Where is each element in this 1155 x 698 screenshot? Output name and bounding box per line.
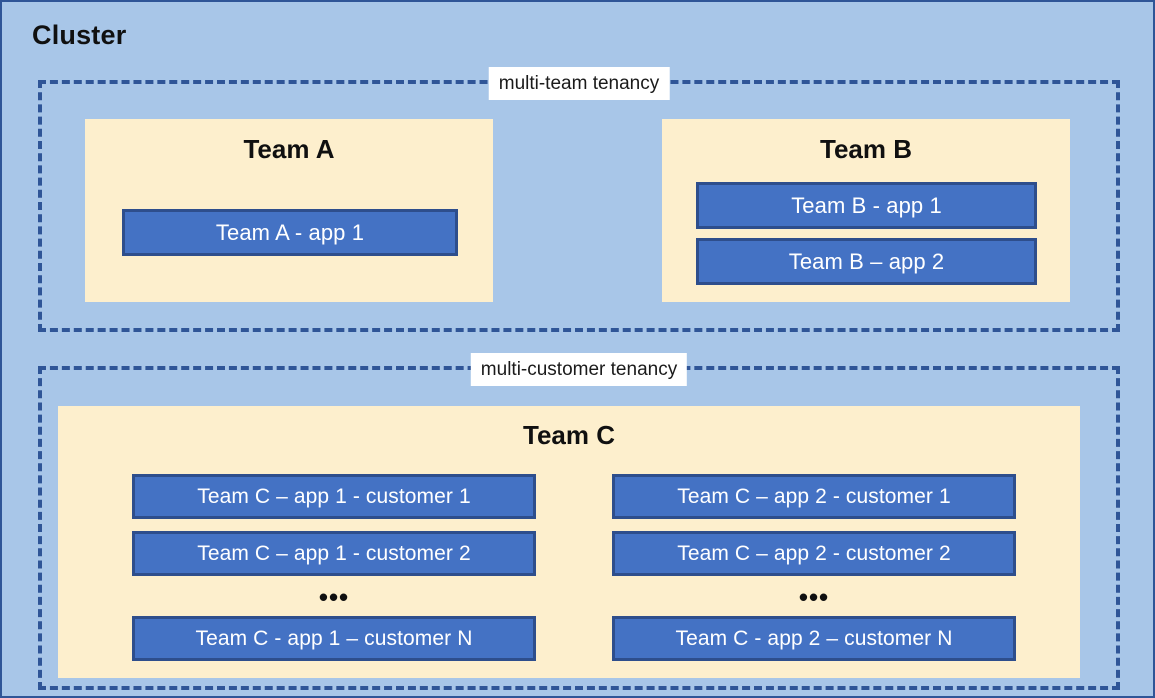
tenancy-group-multi-team: multi-team tenancy [38,67,1120,332]
app-box-team-b-app-1[interactable]: Team B - app 1 [696,182,1037,229]
team-box-team-b: Team B Team B - app 1 Team B – app 2 [662,119,1070,302]
app-box-team-c-app-2-customer-2[interactable]: Team C – app 2 - customer 2 [612,531,1016,576]
app-box-team-c-app-1-customer-n[interactable]: Team C - app 1 – customer N [132,616,536,661]
app-box-team-a-app-1[interactable]: Team A - app 1 [122,209,458,256]
team-box-team-a: Team A Team A - app 1 [85,119,493,302]
tenancy-group-multi-customer: multi-customer tenancy [38,353,1120,690]
app-box-team-c-app-2-customer-n[interactable]: Team C - app 2 – customer N [612,616,1016,661]
app-box-team-c-app-1-customer-2[interactable]: Team C – app 1 - customer 2 [132,531,536,576]
ellipsis-team-c-app-1: ••• [318,582,350,612]
app-box-team-b-app-2[interactable]: Team B – app 2 [696,238,1037,285]
tenancy-label-multi-customer: multi-customer tenancy [470,353,688,386]
team-box-team-c: Team C Team C – app 1 - customer 1 Team … [58,406,1080,678]
cluster-title: Cluster [32,20,127,50]
tenancy-label-multi-team: multi-team tenancy [488,67,670,100]
team-title-team-c: Team C [523,420,615,450]
team-title-team-a: Team A [243,134,335,164]
team-title-team-b: Team B [820,134,912,164]
ellipsis-team-c-app-2: ••• [798,582,830,612]
app-box-team-c-app-2-customer-1[interactable]: Team C – app 2 - customer 1 [612,474,1016,519]
app-box-team-c-app-1-customer-1[interactable]: Team C – app 1 - customer 1 [132,474,536,519]
